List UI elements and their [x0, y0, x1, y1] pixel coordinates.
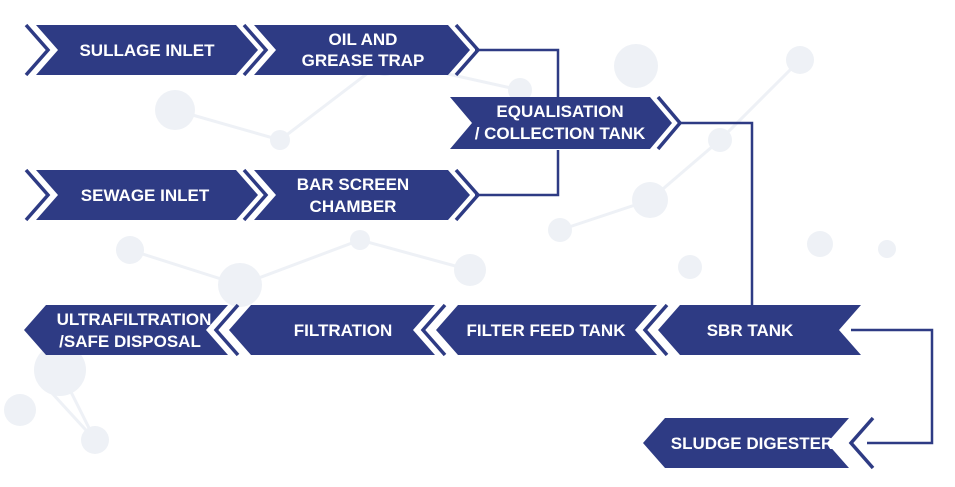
node-label-line-1: OIL AND [329, 30, 398, 49]
node-sewage-inlet: SEWAGE INLET [24, 168, 258, 222]
node-sludge-digester: SLUDGE DIGESTER [643, 416, 875, 470]
chevron-left-icon [213, 303, 240, 357]
node-label: SULLAGE INLET [79, 41, 215, 60]
node-bar-screen-chamber: BAR SCREEN CHAMBER [242, 168, 481, 222]
node-label-line-1: EQUALISATION [496, 102, 623, 121]
node-label: SBR TANK [707, 321, 794, 340]
connector-bar-screen-to-equalisation [475, 150, 560, 197]
node-filtration: FILTRATION [229, 303, 447, 357]
node-label: FILTER FEED TANK [467, 321, 627, 340]
node-filter-feed-tank: FILTER FEED TANK [436, 303, 669, 357]
chevron-right-icon [24, 23, 51, 77]
chevron-left-icon [420, 303, 447, 357]
chevron-right-icon [242, 23, 269, 77]
node-label-line-2: /SAFE DISPOSAL [59, 332, 201, 351]
connector-equalisation-to-sbr [680, 121, 754, 305]
node-label: SLUDGE DIGESTER [671, 434, 833, 453]
chevron-left-icon [848, 416, 875, 470]
node-label-line-2: / COLLECTION TANK [475, 124, 646, 143]
node-label: FILTRATION [294, 321, 393, 340]
node-label-line-2: CHAMBER [310, 197, 397, 216]
connector-oil-trap-to-equalisation [475, 48, 560, 97]
chevron-right-icon [454, 23, 481, 77]
node-label-line-1: BAR SCREEN [297, 175, 409, 194]
node-equalisation-tank: EQUALISATION / COLLECTION TANK [450, 95, 683, 151]
background-network-decoration [4, 44, 896, 454]
node-label: SEWAGE INLET [81, 186, 210, 205]
flow-connectors [475, 48, 934, 445]
chevron-right-icon [454, 168, 481, 222]
node-sbr-tank: SBR TANK [658, 305, 861, 355]
chevron-left-icon [642, 303, 669, 357]
node-sullage-inlet: SULLAGE INLET [24, 23, 258, 77]
chevron-right-icon [24, 168, 51, 222]
node-label-line-1: ULTRAFILTRATION [57, 310, 212, 329]
chevron-right-icon [242, 168, 269, 222]
node-ultrafiltration-safe-disposal: ULTRAFILTRATION /SAFE DISPOSAL [24, 303, 240, 357]
node-label-line-2: GREASE TRAP [302, 51, 425, 70]
connector-sbr-to-sludge-digester [851, 328, 934, 445]
chevron-right-icon [656, 95, 683, 151]
node-oil-grease-trap: OIL AND GREASE TRAP [242, 23, 481, 77]
